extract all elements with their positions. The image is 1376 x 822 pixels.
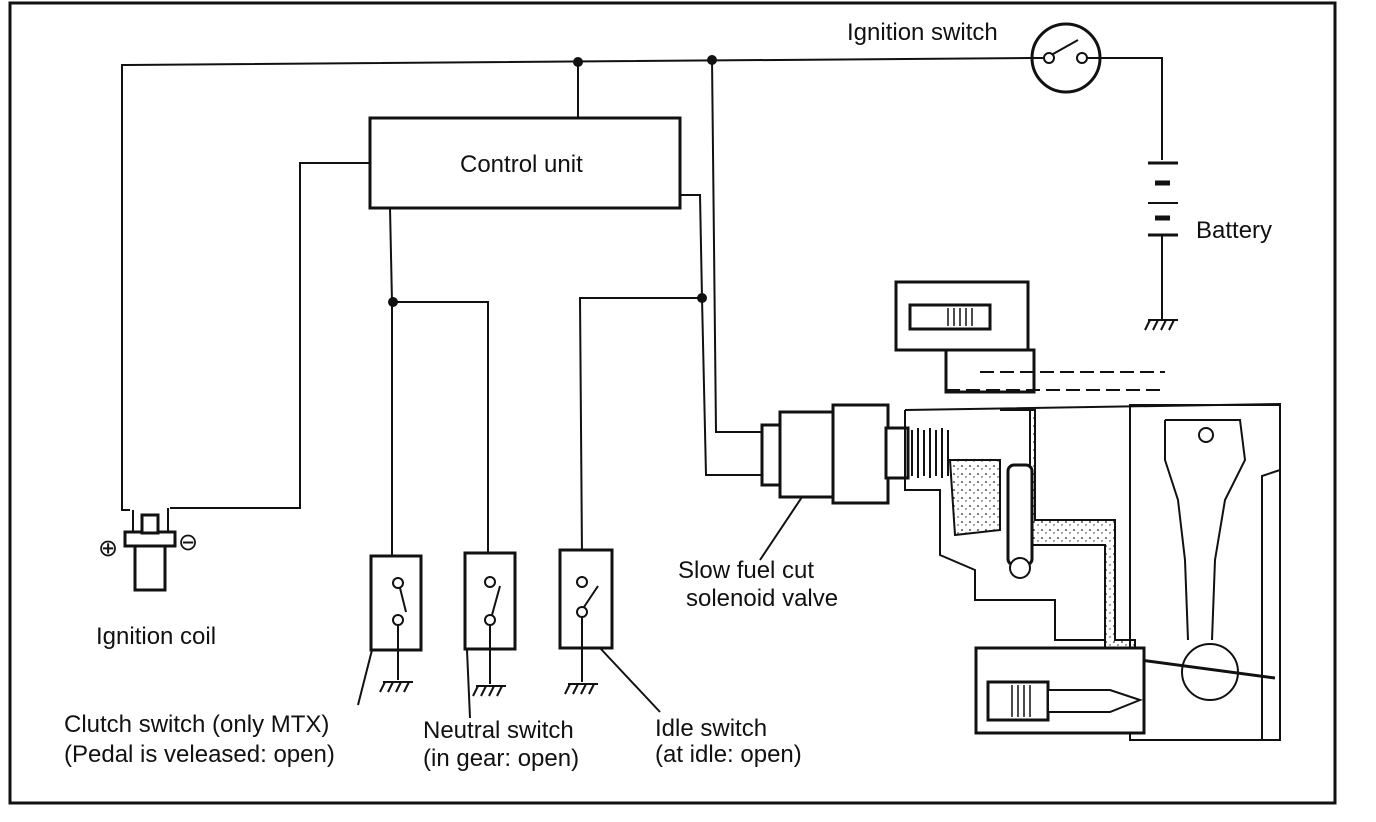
ignition-switch-label: Ignition switch — [847, 19, 998, 46]
slow-fuel-cut-solenoid — [759, 403, 949, 561]
neutral-switch-label-line1: Neutral switch — [423, 717, 574, 744]
neutral-switch — [463, 551, 517, 719]
junction-dot — [573, 57, 583, 67]
control-unit: Control unit — [368, 116, 682, 210]
idle-switch — [558, 548, 661, 713]
clutch-switch-label-line2: (Pedal is veleased: open) — [64, 741, 335, 768]
clutch-switch-label-line1: Clutch switch (only MTX) — [64, 711, 329, 738]
coil-minus-icon: ⊖ — [178, 529, 198, 556]
idle-switch-label-line2: (at idle: open) — [655, 741, 802, 768]
carburetor-body — [894, 280, 1281, 741]
solenoid-label-line2: solenoid valve — [686, 585, 838, 612]
idle-switch-label-line1: Idle switch — [655, 715, 767, 742]
battery-label: Battery — [1196, 217, 1272, 244]
ignition-coil — [123, 508, 177, 592]
junction-dot — [388, 297, 398, 307]
ignition-coil-label: Ignition coil — [96, 623, 216, 650]
junction-dot — [697, 293, 707, 303]
control-unit-label: Control unit — [460, 151, 583, 178]
ignition-switch — [1030, 22, 1102, 94]
junction-dot — [707, 55, 717, 65]
diagram-frame — [8, 1, 1337, 805]
coil-plus-icon: ⊕ — [98, 535, 118, 562]
clutch-switch — [357, 554, 423, 706]
ground-icon — [1144, 319, 1178, 331]
solenoid-label-line1: Slow fuel cut — [678, 557, 814, 584]
neutral-switch-label-line2: (in gear: open) — [423, 745, 579, 772]
battery-symbol — [1148, 161, 1178, 237]
